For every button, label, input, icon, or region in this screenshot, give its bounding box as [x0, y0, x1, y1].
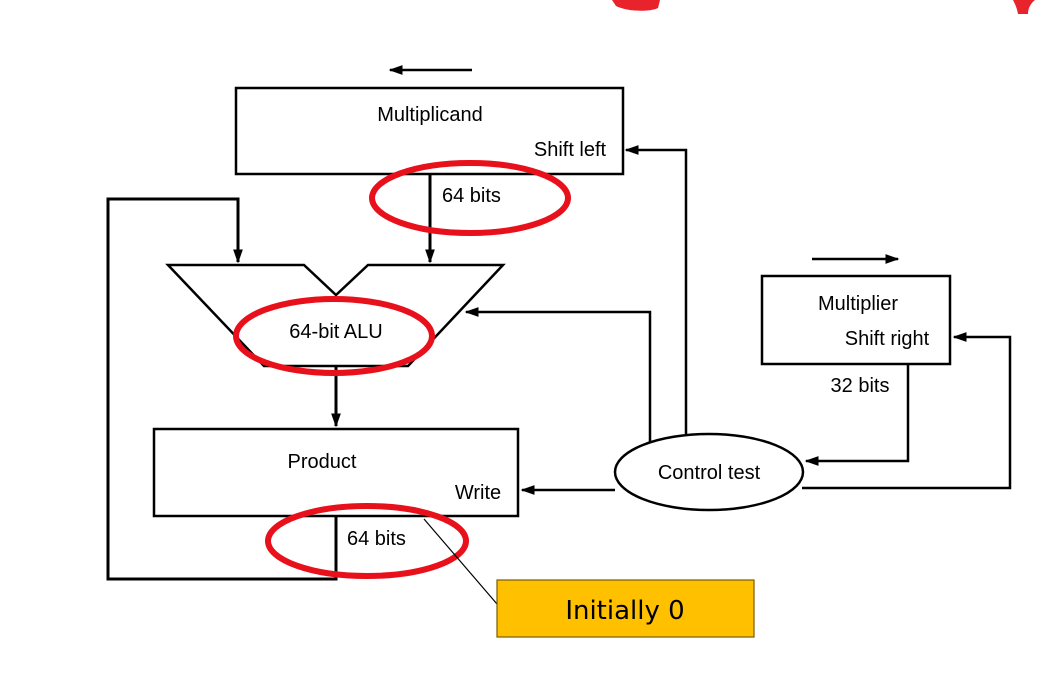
control-test-label: Control test — [658, 462, 761, 484]
multiplicand-label: Multiplicand — [377, 104, 483, 126]
product-bus-width-label: 64 bits — [347, 528, 406, 550]
highlight-multiplicand-bus-ellipse — [369, 160, 571, 236]
title-fragment-right — [1013, 0, 1035, 14]
multiplicand-bus-width-label: 64 bits — [442, 185, 501, 207]
control-to-alu — [464, 307, 652, 442]
product-write-label: Write — [455, 482, 501, 504]
title-fragment-left — [612, 0, 660, 11]
product-feedback-loop — [106, 197, 338, 581]
control-test-ellipse — [613, 432, 805, 512]
callout-text: Initially 0 — [565, 596, 684, 626]
multiplier-to-control-line — [804, 364, 910, 466]
control-to-multiplier-shift — [802, 332, 1012, 490]
alu-label: 64-bit ALU — [289, 321, 382, 343]
control-to-multiplicand-shift — [624, 145, 688, 434]
product-register — [152, 427, 520, 518]
highlight-product-bus-ellipse — [265, 503, 469, 579]
multiplier-bus-width-label: 32 bits — [831, 375, 890, 397]
callout-pointer-line — [423, 518, 498, 605]
alu-shape — [165, 263, 506, 368]
callout-box — [496, 579, 755, 638]
highlight-alu-ellipse — [233, 296, 435, 376]
multiplicand-shift-label: Shift left — [534, 139, 607, 161]
multiplier-label: Multiplier — [818, 293, 898, 315]
multiplier-shift-label: Shift right — [845, 328, 930, 350]
multiplier-register — [760, 274, 952, 366]
product-label: Product — [288, 451, 357, 473]
multiplicand-register — [234, 86, 625, 176]
